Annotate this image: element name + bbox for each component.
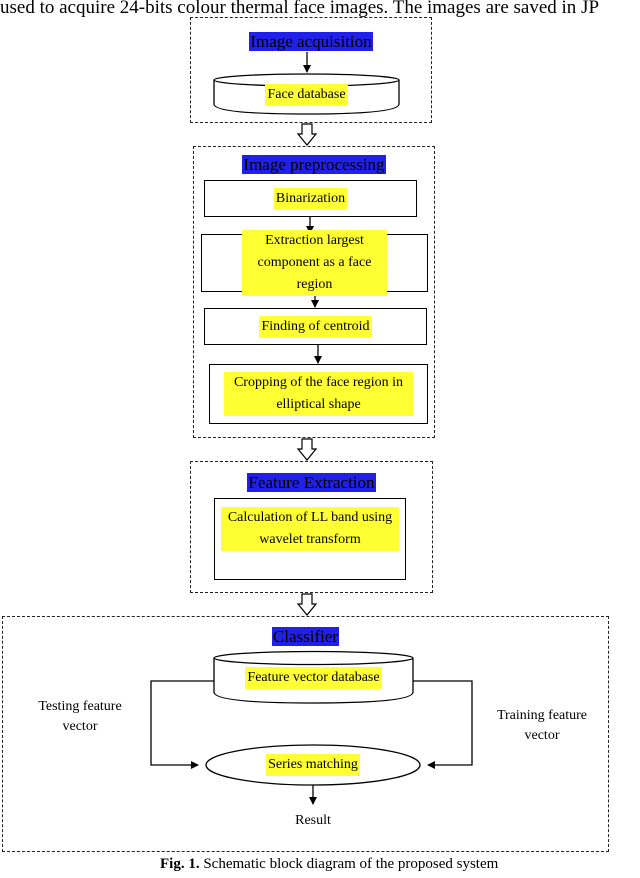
stage-title-image-acquisition: Image acquisition (249, 32, 373, 51)
step-binarization-label: Binarization (273, 187, 348, 210)
figure-caption-label: Fig. 1. (160, 856, 200, 872)
series-matching-label-wrap: Series matching (206, 754, 420, 776)
hollow-arrow-2 (296, 438, 318, 461)
result-label: Result (295, 813, 331, 828)
step-binarization: Binarization (204, 180, 417, 217)
stage-title-feature-extraction: Feature Extraction (247, 473, 376, 492)
step-cropping-label: Cropping of the face region in elliptica… (224, 372, 413, 416)
stage-title-wrap: Image preprocessing (193, 155, 435, 175)
training-feature-path (413, 680, 473, 769)
series-matching-label: Series matching (266, 754, 360, 776)
header-text: used to acquire 24-bits colour thermal f… (0, 0, 600, 18)
stage-title-image-preprocessing: Image preprocessing (242, 155, 386, 174)
testing-feature-vector-label: Testing feature vector (38, 699, 122, 734)
stage-feature-extraction (190, 461, 433, 593)
stage-title-wrap: Image acquisition (190, 32, 432, 52)
face-database-label: Face database (265, 84, 348, 106)
stage-title-wrap: Feature Extraction (190, 473, 433, 493)
stage-image-acquisition (190, 17, 432, 123)
stage-title-classifier: Classifier (271, 627, 340, 646)
step-extraction-label: Extraction largest component as a face r… (242, 230, 387, 296)
stage-title-wrap: Classifier (2, 627, 609, 647)
figure-caption: Fig. 1. Schematic block diagram of the p… (160, 856, 498, 873)
figure-caption-text: Schematic block diagram of the proposed … (203, 856, 499, 872)
hollow-arrow-1 (296, 123, 318, 146)
feature-vector-database-label-wrap: Feature vector database (214, 667, 413, 689)
step-calculation-ll-band: Calculation of LL band using wavelet tra… (214, 498, 406, 580)
step-cropping-face-region: Cropping of the face region in elliptica… (209, 364, 428, 424)
step-centroid-label: Finding of centroid (259, 315, 372, 338)
training-feature-vector-label: Training feature vector (496, 708, 588, 743)
step-finding-centroid: Finding of centroid (204, 308, 427, 345)
testing-feature-path (150, 680, 214, 769)
step-ll-band-label: Calculation of LL band using wavelet tra… (221, 507, 399, 551)
stage-classifier (2, 616, 609, 852)
face-database-label-wrap: Face database (214, 84, 399, 106)
step-extraction-largest-component: Extraction largest component as a face r… (201, 230, 428, 296)
face-database-cylinder (213, 73, 400, 115)
hollow-arrow-3 (296, 593, 318, 616)
stage-image-preprocessing (193, 146, 435, 438)
feature-vector-database-label: Feature vector database (245, 667, 382, 689)
